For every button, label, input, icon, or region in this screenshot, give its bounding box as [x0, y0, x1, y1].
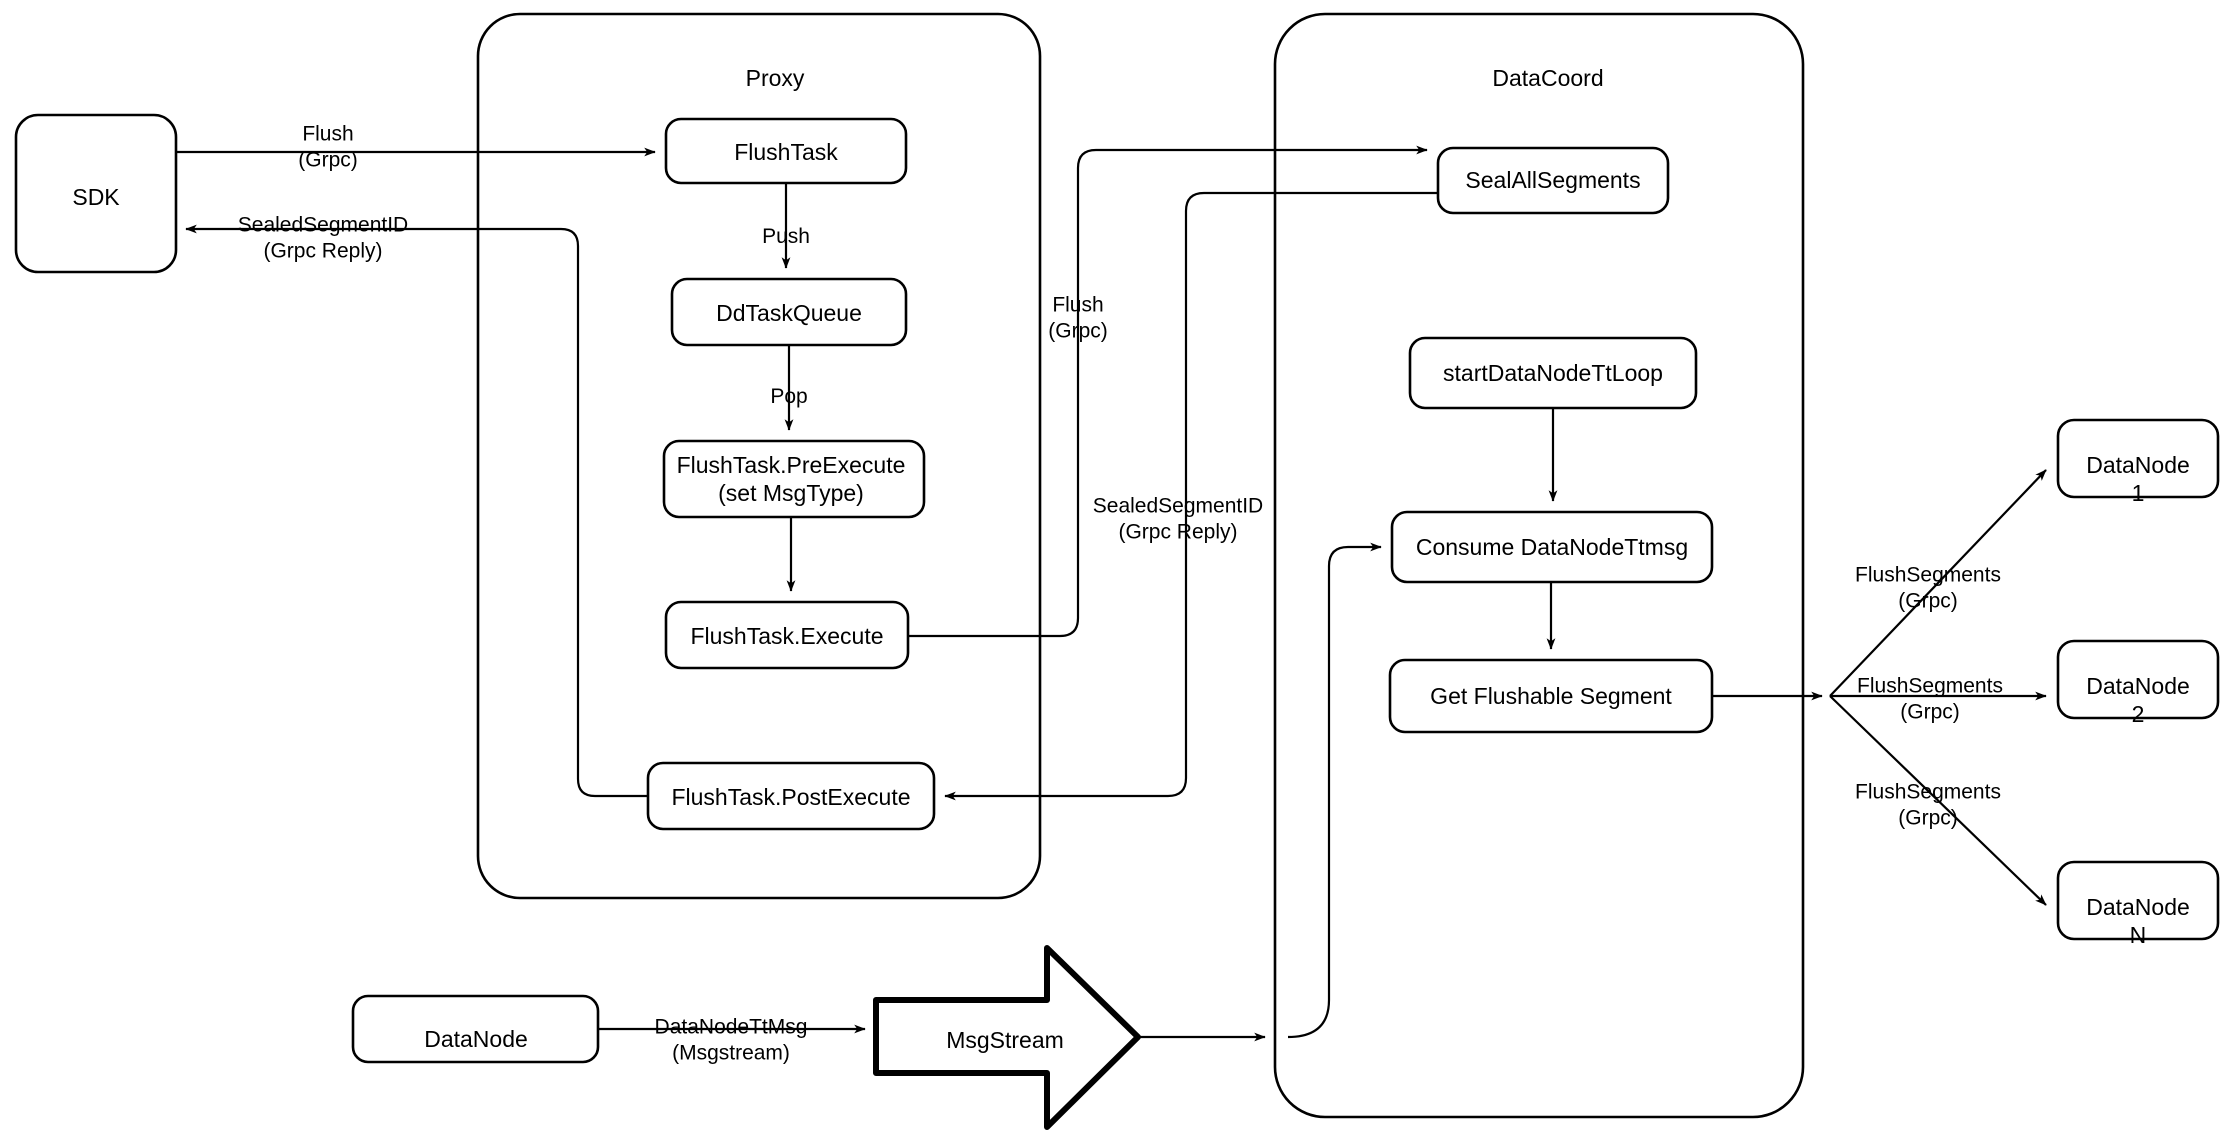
node-label-ddtaskqueue[interactable]: DdTaskQueue	[716, 299, 862, 326]
node-msgstream	[873, 945, 1141, 1130]
edge-label-flushseg-1: FlushSegments (Grpc)	[1855, 563, 2001, 612]
node-label-sealallsegments[interactable]: SealAllSegments	[1465, 166, 1641, 193]
node-label-getflushablesegment[interactable]: Get Flushable Segment	[1430, 682, 1672, 709]
edge-label-flushseg-n: FlushSegments (Grpc)	[1855, 780, 2001, 829]
edge-flushseg-1	[1829, 469, 2047, 697]
edge-label-pop: Pop	[770, 385, 808, 409]
edge-label-flushseg-2: FlushSegments (Grpc)	[1857, 674, 2003, 723]
node-label-msgstream[interactable]: MsgStream	[946, 1026, 1064, 1053]
edge-datacoord-postexecute	[944, 191, 1438, 801]
container-label-datacoord: DataCoord	[1492, 64, 1604, 91]
node-sdk	[14, 113, 178, 274]
node-label-datanode[interactable]: DataNode	[424, 1025, 528, 1052]
edge-label-datanode-msgstream: DataNodeTtMsg (Msgstream)	[654, 1015, 808, 1064]
node-label-datanoden[interactable]: DataNode N	[2086, 893, 2190, 948]
node-label-datanode2[interactable]: DataNode 2	[2086, 672, 2190, 727]
edge-proxy-sdk	[185, 224, 648, 798]
node-label-sdk[interactable]: SDK	[72, 183, 120, 210]
node-sealallsegments	[1436, 146, 1670, 215]
node-datanoden	[2056, 860, 2220, 941]
node-label-flushtask[interactable]: FlushTask	[734, 138, 838, 165]
edge-execute-datacoord	[908, 145, 1428, 638]
container-label-proxy: Proxy	[745, 64, 805, 91]
node-label-datanode1[interactable]: DataNode 1	[2086, 451, 2190, 506]
edge-datacoord-consume-feed	[1287, 542, 1382, 1039]
node-preexecute	[662, 439, 926, 519]
edge-label-execute-datacoord: Flush (Grpc)	[1048, 293, 1108, 342]
node-label-consumedatanodettmsg[interactable]: Consume DataNodeTtmsg	[1415, 533, 1689, 560]
node-label-preexecute[interactable]: FlushTask.PreExecute (set MsgType)	[676, 451, 906, 506]
node-label-execute[interactable]: FlushTask.Execute	[690, 622, 884, 649]
edge-flushseg-n	[1829, 695, 2047, 906]
edge-label-datacoord-postexecute: SealedSegmentID (Grpc Reply)	[1092, 494, 1264, 543]
node-datanode1	[2056, 418, 2220, 499]
node-label-postexecute[interactable]: FlushTask.PostExecute	[671, 783, 911, 810]
node-label-startdatanodettloop[interactable]: startDataNodeTtLoop	[1443, 359, 1663, 386]
edge-label-proxy-sdk: SealedSegmentID (Grpc Reply)	[237, 213, 409, 262]
edge-label-push: Push	[762, 225, 810, 249]
node-datanode2	[2056, 639, 2220, 720]
edge-label-sdk-proxy: Flush (Grpc)	[298, 122, 358, 171]
